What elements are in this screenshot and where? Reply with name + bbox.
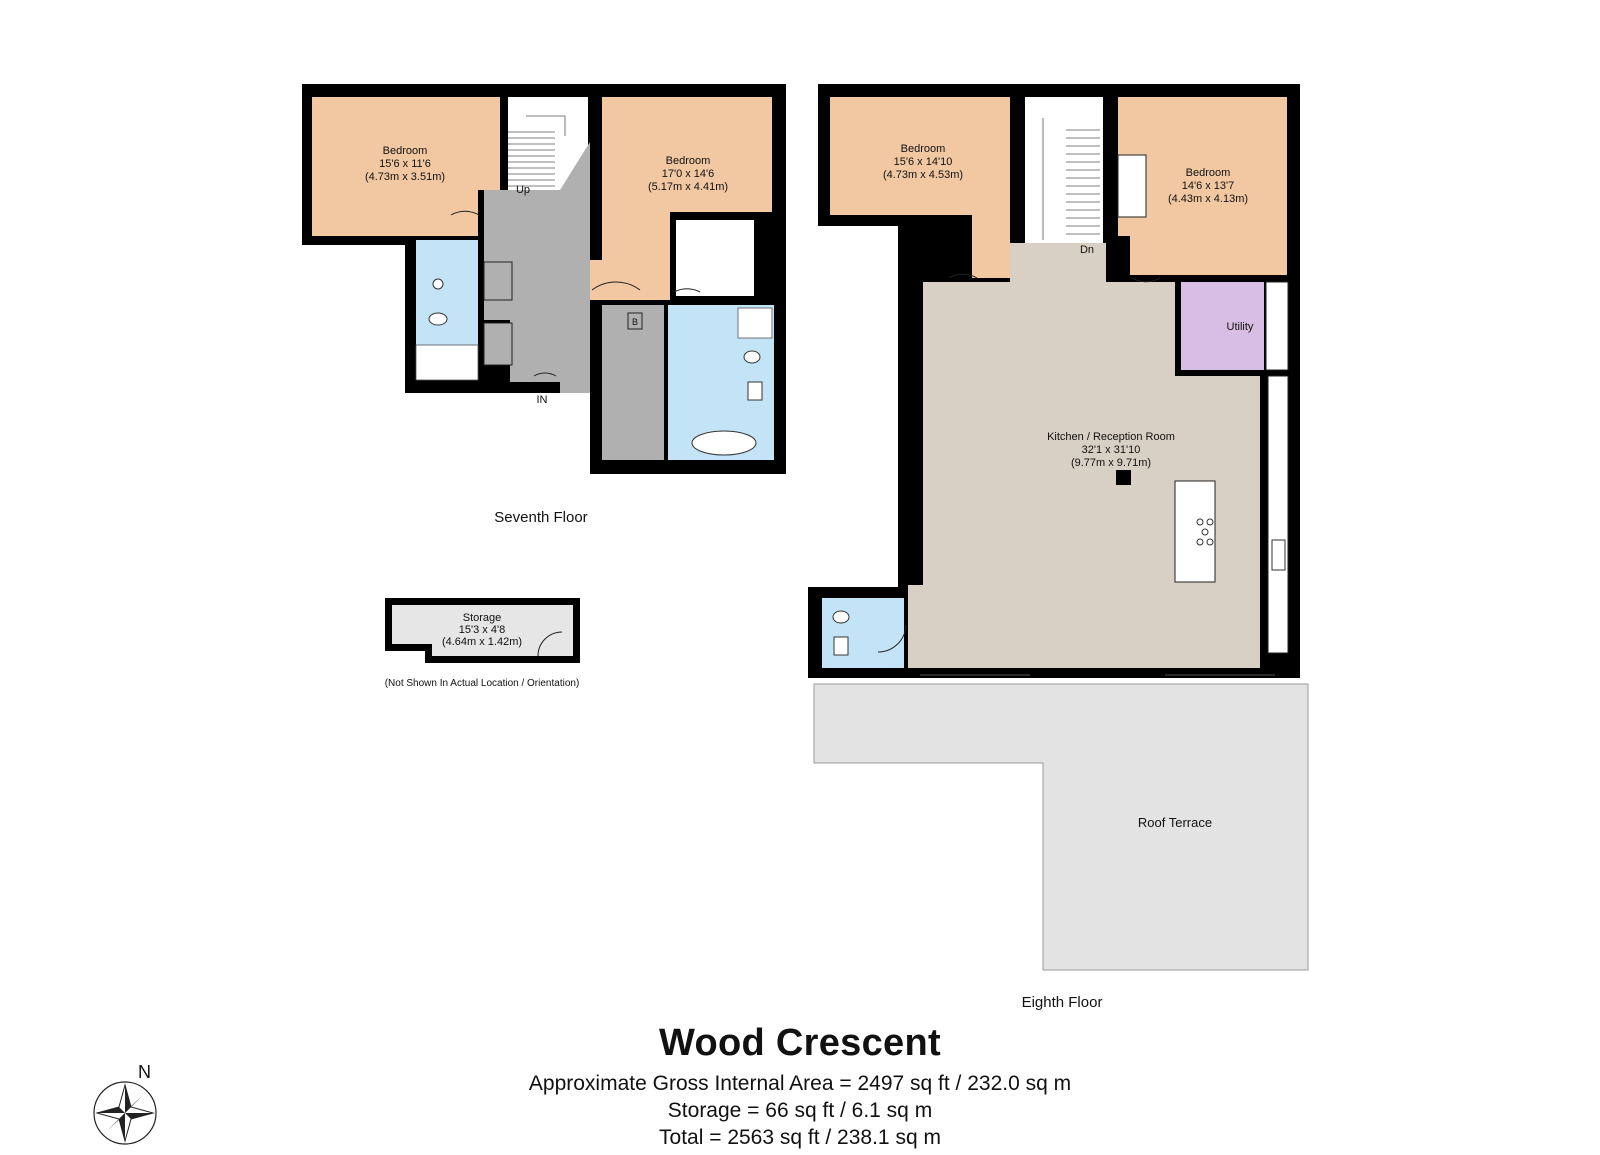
eighth-kitchen-reception-area <box>908 243 1260 668</box>
seventh-ensuite-shower <box>737 307 773 339</box>
storage-note: (Not Shown In Actual Location / Orientat… <box>385 678 580 689</box>
storage-door-swing <box>537 631 563 657</box>
eighth-stair-label: Dn <box>1080 244 1094 256</box>
eighth-kitchen-name: Kitchen / Reception Room <box>1047 431 1175 443</box>
seventh-bedroom-east-imperial: 17'0 x 14'6 <box>662 168 715 180</box>
storage-name: Storage <box>463 612 502 624</box>
storage-plan: Storage 15'3 x 4'8 (4.64m x 1.42m) (Not … <box>385 598 580 689</box>
seventh-bedroom-east-name: Bedroom <box>666 155 711 167</box>
eighth-kitchen-counter <box>1267 375 1289 654</box>
seventh-bedroom-east-area <box>590 97 772 300</box>
eighth-door-swings <box>877 273 1161 653</box>
eighth-bedroom-west-imperial: 15'6 x 14'10 <box>894 156 953 168</box>
seventh-ensuite-bath <box>691 430 757 456</box>
eighth-utility-area <box>1181 282 1264 370</box>
seventh-bedroom-east-metric: (5.17m x 4.41m) <box>648 181 728 193</box>
eighth-column <box>1116 470 1131 485</box>
eighth-bedroom-east-metric: (4.43m x 4.13m) <box>1168 193 1248 205</box>
eighth-bedroom-west-name: Bedroom <box>901 143 946 155</box>
eighth-bedroom-east-imperial: 14'6 x 13'7 <box>1182 180 1235 192</box>
seventh-floor-plan: B Bedroom 15'6 x 11'6 (4.73m x 3.51m) Be… <box>302 84 786 526</box>
eighth-utility-label: Utility <box>1227 321 1254 333</box>
seventh-floor-label: Seventh Floor <box>494 509 587 526</box>
eighth-kitchen-island <box>1174 480 1216 583</box>
storage-area <box>392 605 573 656</box>
storage-area-total: Storage = 66 sq ft / 6.1 sq m <box>667 1099 933 1122</box>
eighth-cloakroom-basin <box>833 636 849 656</box>
seventh-bathroom-shower <box>415 344 479 381</box>
eighth-bedroom-west-area <box>830 97 1010 278</box>
eighth-kitchen-sink <box>1271 539 1286 571</box>
seventh-door-swings <box>450 210 701 377</box>
eighth-kitchen-imperial: 32'1 x 31'10 <box>1082 444 1141 456</box>
eighth-bedroom-east-wardrobe <box>1117 154 1147 218</box>
seventh-stair-treads <box>508 115 566 187</box>
seventh-west-toilet <box>428 312 448 326</box>
seventh-hall-cupboard <box>483 322 513 366</box>
eighth-floor-label: Eighth Floor <box>1022 994 1103 1011</box>
eighth-bedroom-west-metric: (4.73m x 4.53m) <box>883 169 963 181</box>
roof-terrace-label: Roof Terrace <box>1138 815 1212 830</box>
gross-internal-area: Approximate Gross Internal Area = 2497 s… <box>528 1072 1072 1095</box>
seventh-entrance-label: IN <box>537 394 548 406</box>
seventh-hall-cupboard <box>483 261 513 301</box>
roof-terrace-area <box>813 683 1309 971</box>
seventh-boiler-cupboard <box>627 312 643 330</box>
roof-terrace: Roof Terrace <box>813 683 1309 971</box>
eighth-hob <box>1196 518 1214 546</box>
total-area: Total = 2563 sq ft / 238.1 sq m <box>659 1126 941 1149</box>
eighth-cloakroom <box>822 598 904 668</box>
compass-north-label: N <box>138 1062 151 1082</box>
eighth-stair-treads <box>1042 118 1100 240</box>
seventh-bedroom-west-area <box>312 97 500 236</box>
eighth-bedroom-east-area <box>1118 97 1287 275</box>
seventh-ensuite-toilet <box>743 350 761 364</box>
seventh-ensuite-basin <box>747 381 763 401</box>
storage-metric: (4.64m x 1.42m) <box>442 636 522 648</box>
property-title: Wood Crescent <box>659 1022 941 1064</box>
eighth-kitchen-metric: (9.77m x 9.71m) <box>1071 457 1151 469</box>
seventh-west-basin <box>432 278 444 290</box>
storage-imperial: 15'3 x 4'8 <box>459 624 505 636</box>
eighth-utility-sink-unit <box>1265 281 1289 371</box>
eighth-bedroom-east-name: Bedroom <box>1186 167 1231 179</box>
seventh-boiler-label: B <box>632 317 638 327</box>
eighth-floor-plan: Bedroom 15'6 x 14'10 (4.73m x 4.53m) Bed… <box>808 84 1300 678</box>
compass-icon <box>93 1081 157 1145</box>
eighth-cloakroom-toilet <box>832 610 850 624</box>
seventh-stair-label: Up <box>516 184 530 196</box>
eighth-stair <box>1025 97 1103 245</box>
seventh-bedroom-west-metric: (4.73m x 3.51m) <box>365 171 445 183</box>
seventh-bedroom-west-name: Bedroom <box>383 145 428 157</box>
seventh-bedroom-west-imperial: 15'6 x 11'6 <box>379 158 431 170</box>
seventh-dressing-lobby <box>602 305 664 460</box>
seventh-ensuite-entry <box>676 220 754 296</box>
